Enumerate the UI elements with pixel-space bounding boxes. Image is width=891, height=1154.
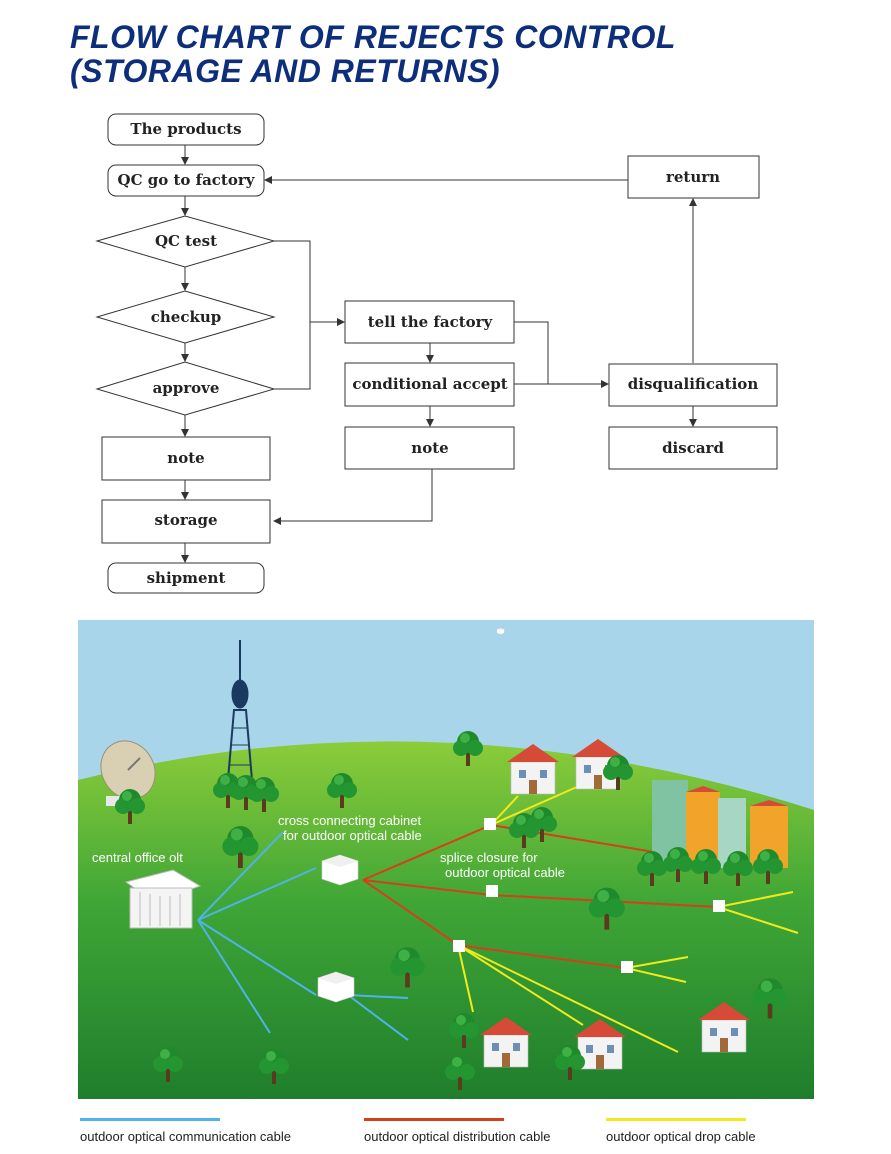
label-cross-cabinet-2: for outdoor optical cable [283, 828, 422, 843]
splice-closure-icon [486, 885, 498, 897]
node-qc-test-shape [95, 215, 276, 268]
node-tell-factory-shape [344, 300, 515, 344]
node-note-mid-label: note [411, 439, 448, 457]
page-title-line-1: FLOW CHART OF REJECTS CONTROL [70, 19, 676, 55]
splice-closure-icon [453, 940, 465, 952]
splice-closure-icon [621, 961, 633, 973]
node-shipment-shape [107, 562, 265, 594]
node-storage-label: storage [154, 511, 217, 529]
label-cross-cabinet-1: cross connecting cabinet [278, 813, 421, 828]
drop-cables [457, 781, 799, 1053]
cross-connect-cabinet-icon [321, 854, 359, 886]
node-note-mid-shape [344, 426, 515, 470]
node-tell-factory-label: tell the factory [368, 313, 494, 331]
flow-chart: The products QC go to factory QC test ch… [95, 113, 778, 594]
page-title-line-2: (STORAGE AND RETURNS) [70, 53, 501, 89]
node-return-label: return [666, 168, 720, 186]
node-discard-shape [608, 426, 778, 470]
node-products-shape [107, 113, 265, 146]
grass-hill [78, 741, 814, 1099]
legend-label-drop: outdoor optical drop cable [606, 1129, 756, 1144]
splice-closure-icon [496, 628, 505, 635]
node-return-shape [627, 155, 760, 199]
node-checkup-shape [95, 290, 276, 344]
node-conditional-accept-label: conditional accept [352, 375, 507, 393]
node-shipment-label: shipment [147, 569, 226, 587]
legend-swatch-drop [606, 1118, 746, 1121]
label-splice-1: splice closure for [440, 850, 538, 865]
tv-tower-icon [227, 640, 253, 781]
splice-closure-icon [484, 818, 496, 830]
legend-swatch-communication [80, 1118, 220, 1121]
legend-label-communication: outdoor optical communication cable [80, 1129, 292, 1144]
node-storage-shape [101, 499, 271, 544]
splice-closure-icon [713, 900, 725, 912]
label-splice-2: outdoor optical cable [445, 865, 565, 880]
central-office-building-icon [124, 869, 202, 929]
label-central-office: central office olt [92, 850, 183, 865]
node-note-left-label: note [167, 449, 204, 467]
node-disqualification-shape [608, 363, 778, 407]
communication-cables [197, 831, 409, 1041]
node-qc-go-label: QC go to factory [118, 171, 256, 189]
node-disqualification-label: disqualification [628, 375, 759, 393]
network-illustration: central office olt cross connecting cabi… [78, 620, 814, 1099]
node-conditional-accept-shape [344, 362, 515, 407]
node-approve-shape [95, 361, 276, 416]
node-checkup-label: checkup [151, 308, 222, 326]
node-discard-label: discard [662, 439, 724, 457]
legend-swatch-distribution [364, 1118, 504, 1121]
node-approve-label: approve [153, 379, 220, 397]
node-products-label: The products [130, 120, 241, 138]
flow-connectors [181, 145, 697, 563]
legend-label-distribution: outdoor optical distribution cable [364, 1129, 551, 1144]
node-qc-test-label: QC test [155, 232, 217, 250]
node-qc-go-shape [107, 164, 265, 197]
node-note-left-shape [101, 436, 271, 481]
cross-connect-cabinet-icon [317, 971, 355, 1003]
